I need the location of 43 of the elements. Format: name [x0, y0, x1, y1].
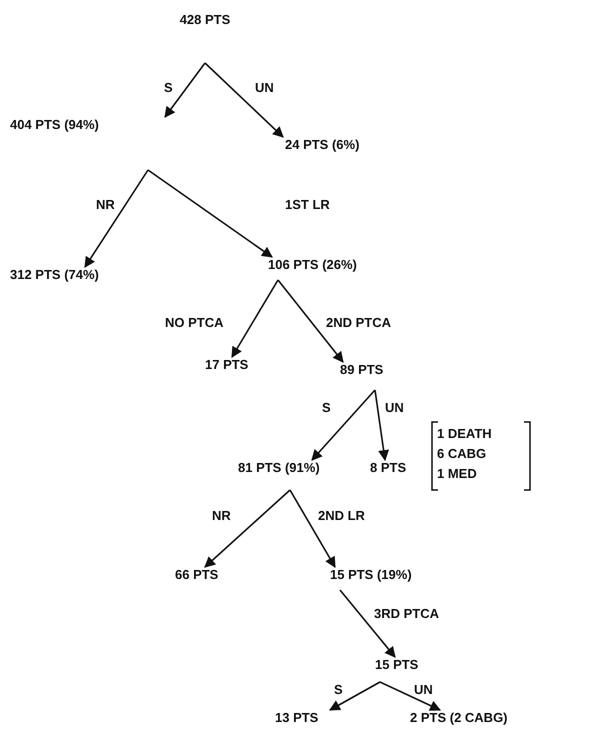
- edge-label: S: [322, 400, 331, 416]
- node-label: 312 PTS (74%): [10, 267, 99, 283]
- arrow: [277, 280, 344, 363]
- edge-label: 1ST LR: [285, 197, 330, 213]
- node-label: 17 PTS: [205, 357, 248, 373]
- arrow: [84, 170, 149, 268]
- edge-label: 3RD PTCA: [374, 606, 440, 622]
- arrow: [231, 280, 279, 358]
- node-label: 106 PTS (26%): [268, 257, 357, 273]
- arrow: [289, 490, 336, 568]
- outcome-label: 6 CABG: [437, 446, 486, 462]
- arrow: [204, 62, 284, 138]
- edge-label: UN: [385, 400, 404, 416]
- edge-label: NO PTCA: [165, 315, 224, 331]
- edge-label: 2ND PTCA: [326, 315, 392, 331]
- node-label: 2 PTS (2 CABG): [410, 710, 508, 726]
- node-label: 428 PTS: [180, 12, 230, 28]
- node-label: 89 PTS: [340, 362, 384, 378]
- node-label: 404 PTS (94%): [10, 117, 99, 133]
- edge-label: 2ND LR: [318, 508, 365, 524]
- arrow: [380, 681, 441, 711]
- outcome-label: 1 DEATH: [437, 426, 492, 442]
- edge-label: UN: [255, 80, 274, 96]
- node-label: 81 PTS (91%): [238, 460, 320, 476]
- arrow: [204, 489, 291, 568]
- node-label: 66 PTS: [175, 567, 218, 583]
- edge-label: S: [334, 682, 343, 698]
- node-label: 15 PTS: [375, 657, 418, 673]
- edge-label: UN: [414, 682, 433, 698]
- arrow: [374, 390, 390, 462]
- node-label: 8 PTS: [370, 460, 406, 476]
- edge-label: S: [164, 80, 173, 96]
- edge-label: NR: [96, 197, 115, 213]
- edge-label: NR: [212, 508, 231, 524]
- arrow: [339, 590, 396, 658]
- node-label: 15 PTS (19%): [330, 567, 412, 583]
- node-label: 24 PTS (6%): [285, 137, 360, 153]
- arrow: [164, 62, 206, 118]
- arrow: [148, 169, 273, 258]
- outcome-label: 1 MED: [437, 466, 477, 482]
- node-label: 13 PTS: [275, 710, 318, 726]
- arrow: [329, 681, 380, 711]
- arrow: [311, 389, 376, 461]
